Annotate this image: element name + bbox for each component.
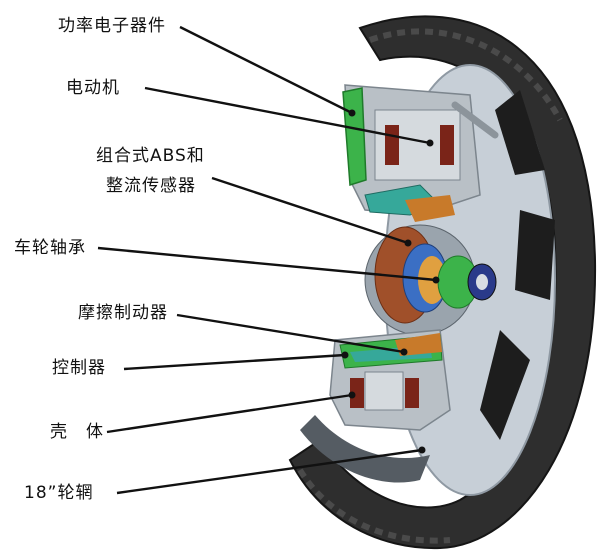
dot-motor [426,139,434,147]
tire-tread-bottom [297,468,451,544]
leader-bearing [97,246,437,282]
power-electronics-part [342,87,367,186]
leader-brake [176,313,405,354]
dot-bearing [432,276,440,284]
leader-power-electronics [179,25,353,115]
lower-block [364,371,404,411]
motor-winding-4 [405,378,419,408]
label-friction-brake: 摩擦制动器 [78,303,168,323]
label-abs-line1: 组合式ABS和 [96,146,205,166]
label-motor: 电动机 [66,78,120,98]
leader-rim [116,448,423,495]
dot-housing [348,391,356,399]
rim-opening-3 [495,90,545,175]
leader-abs [211,176,409,245]
label-power-electronics: 功率电子器件 [58,16,166,36]
leader-lines [97,25,437,495]
dot-power-electronics [348,109,356,117]
rim-inner-band [300,415,430,483]
motor-winding-3 [350,378,364,408]
leader-motor [144,86,431,145]
bolt [451,101,499,139]
hub-cap-center [476,274,488,290]
label-wheel-bearing: 车轮轴承 [14,238,86,258]
dot-rim [418,446,426,454]
leader-housing [106,393,353,434]
motor-winding-2 [440,125,454,165]
label-housing: 壳 体 [50,422,104,442]
dot-abs [404,239,412,247]
label-abs-line2: 整流传感器 [106,176,196,196]
brake-upper [405,195,455,222]
rim-opening-1 [515,210,555,300]
label-rim: 18”轮辋 [24,483,94,503]
dot-brake [400,348,408,356]
rim-opening-2 [480,330,530,440]
label-controller: 控制器 [52,358,106,378]
motor-winding-1 [385,125,399,165]
leader-controller [123,353,346,371]
leader-dots [341,109,440,454]
dot-controller [341,351,349,359]
